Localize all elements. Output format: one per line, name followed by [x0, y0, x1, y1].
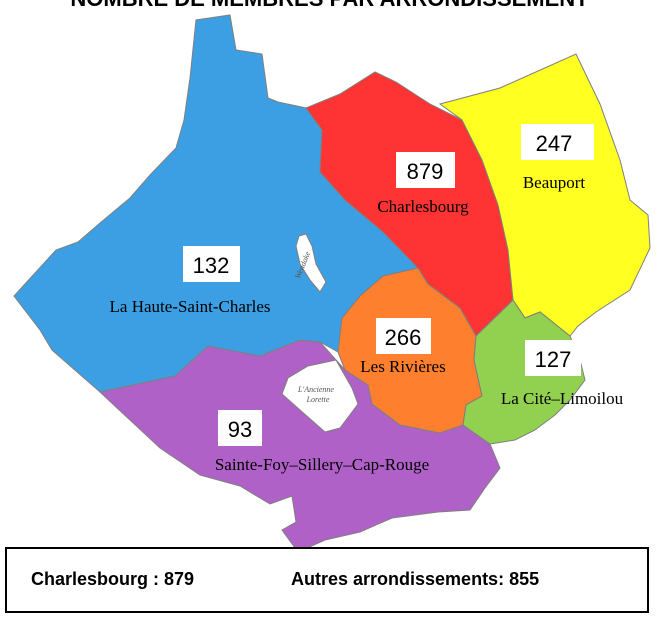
district-name-sainte-foy-sillery-cap-rouge: Sainte-Foy–Sillery–Cap-Rouge — [215, 455, 429, 474]
district-la-cite-limoilou[interactable] — [462, 299, 586, 445]
count-badge-charlesbourg: 879 — [396, 152, 455, 188]
enclave-label-lorette-2: Lorette — [306, 395, 330, 404]
count-badge-la-cite-limoilou: 127 — [525, 340, 581, 376]
summary-charlesbourg: Charlesbourg : 879 — [31, 569, 195, 589]
count-les-rivieres: 266 — [385, 325, 422, 350]
count-sainte-foy-sillery-cap-rouge: 93 — [228, 417, 252, 442]
district-name-charlesbourg: Charlesbourg — [377, 197, 469, 216]
enclave-wendake — [295, 233, 327, 293]
count-charlesbourg: 879 — [407, 159, 444, 184]
count-badge-beauport: 247 — [521, 124, 594, 160]
count-la-haute-saint-charles: 132 — [193, 253, 230, 278]
count-badge-sainte-foy-sillery-cap-rouge: 93 — [218, 410, 262, 446]
district-la-haute-saint-charles[interactable] — [13, 14, 419, 393]
enclave-lancienne-lorette — [281, 359, 359, 433]
summary-box: Charlesbourg : 879 Autres arrondissement… — [5, 547, 649, 613]
enclave-label-lorette-1: L'Ancienne — [297, 385, 334, 394]
summary-others: Autres arrondissements: 855 — [291, 569, 540, 589]
map-title: NOMBRE DE MEMBRES PAR ARRONDISSEMENT — [0, 0, 659, 12]
count-beauport: 247 — [536, 131, 573, 156]
district-name-la-haute-saint-charles: La Haute-Saint-Charles — [110, 297, 271, 316]
district-name-la-cite-limoilou: La Cité–Limoilou — [501, 389, 624, 408]
count-badge-les-rivieres: 266 — [376, 318, 431, 354]
district-name-les-rivieres: Les Rivières — [360, 357, 445, 376]
district-name-beauport: Beauport — [523, 173, 586, 192]
count-badge-la-haute-saint-charles: 132 — [183, 246, 240, 282]
count-la-cite-limoilou: 127 — [535, 347, 572, 372]
district-beauport[interactable] — [438, 53, 651, 337]
